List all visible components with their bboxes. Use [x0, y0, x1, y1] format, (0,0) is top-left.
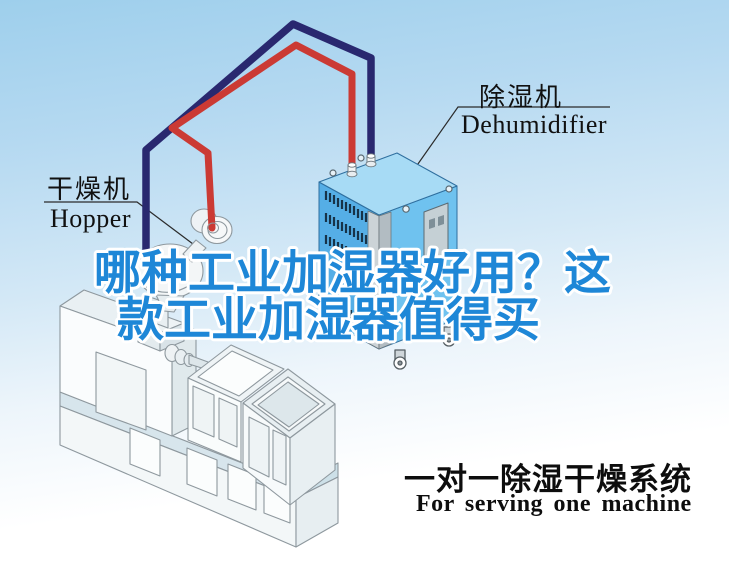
drum-ring — [207, 222, 219, 234]
eyelet — [445, 185, 453, 193]
title-line-1: 哪种工业加湿器好用？这 — [94, 246, 611, 299]
supply-pipe-red — [168, 41, 356, 232]
dehumidifier-label-zh: 除湿机 — [479, 82, 564, 112]
hopper-label-zh: 干燥机 — [47, 174, 132, 204]
hopper-label-en: Hopper — [50, 204, 131, 233]
dehumidifier-drawing — [318, 152, 458, 370]
caption-zh: 一对一除湿干燥系统 — [404, 462, 692, 497]
dehumidifier-leader-line — [412, 106, 610, 172]
vent-slats — [324, 191, 368, 336]
dehumidifier-label-en: Dehumidifier — [461, 110, 608, 139]
hopper-machine-drawing — [59, 208, 339, 548]
return-pipe-navy — [142, 20, 375, 263]
pipe-ports — [346, 153, 377, 178]
title-line-2: 款工业加湿器值得买 — [117, 293, 540, 346]
caption-en: For serving one machine — [416, 491, 692, 517]
caster-wheels — [319, 315, 456, 370]
eyelet — [329, 169, 337, 177]
hopper-leader-line — [44, 201, 198, 248]
eyelet — [402, 205, 410, 213]
eyelet — [357, 154, 365, 162]
